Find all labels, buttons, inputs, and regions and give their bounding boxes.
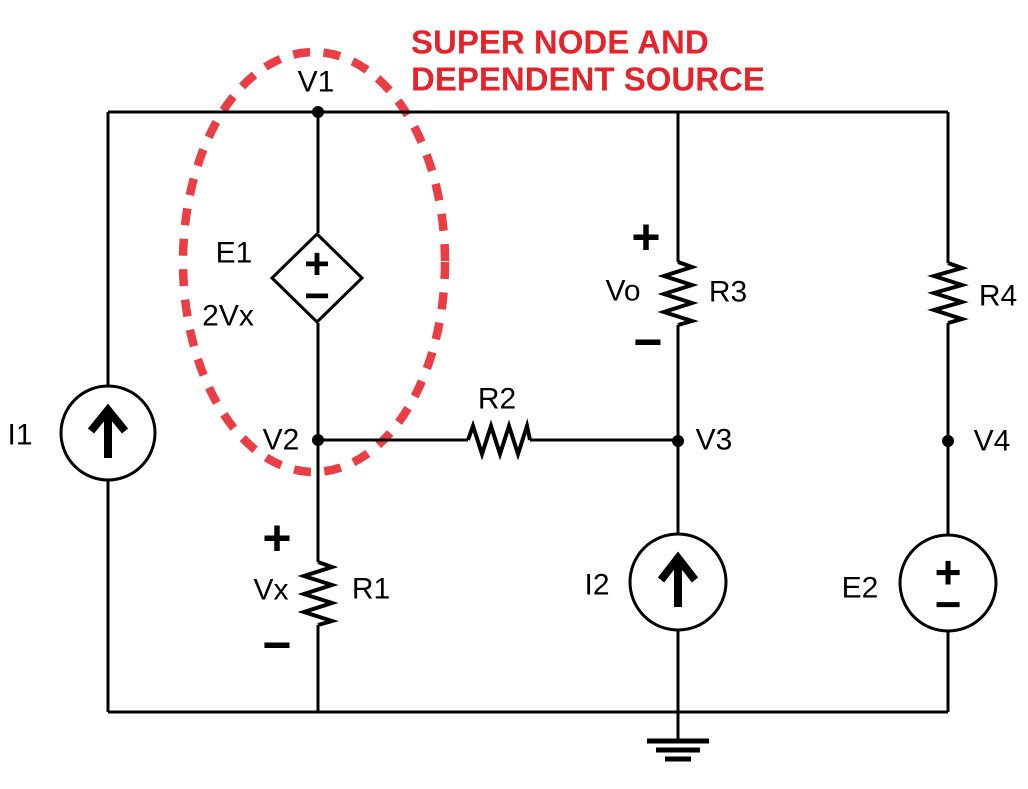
voltage-source-e2-circle [898, 533, 998, 633]
annotation-title-line2: DEPENDENT SOURCE [411, 61, 765, 98]
annotation-title-line1: SUPER NODE AND [411, 24, 709, 61]
node-v2-label: V2 [263, 424, 300, 457]
annotation-title: SUPER NODE AND DEPENDENT SOURCE [411, 24, 765, 98]
node-v1-dot [312, 106, 324, 118]
source-e2-label: E2 [842, 572, 879, 605]
labels: V1 V2 V3 V4 I1 I2 E1 2Vx E2 R1 R2 R3 R4 … [7, 66, 1017, 607]
vo-minus-sign: − [633, 314, 662, 370]
vo-plus-sign: + [631, 209, 660, 265]
e1-plus-sign: + [304, 240, 330, 289]
i2-arrow-icon [657, 551, 699, 607]
node-v2-dot [312, 434, 324, 446]
voltage-vx-label: Vx [253, 574, 288, 607]
node-dots [312, 106, 954, 447]
dependent-source-e1-diamond [269, 231, 365, 325]
resistor-r1 [297, 560, 339, 627]
resistors [297, 260, 969, 627]
polarity-signs: + − + − + − + − [262, 209, 961, 673]
ground-icon [647, 738, 709, 762]
source-i1-label: I1 [7, 419, 32, 452]
resistor-r4-label: R4 [979, 280, 1017, 313]
node-v4-dot [942, 435, 954, 447]
vx-plus-sign: + [262, 510, 291, 566]
e2-plus-sign: + [935, 546, 962, 598]
node-v3-dot [672, 435, 684, 447]
voltage-vo-label: Vo [605, 275, 640, 308]
resistor-r3 [657, 260, 699, 327]
e2-minus-sign: − [935, 578, 962, 630]
i1-arrow-icon [87, 403, 129, 458]
node-v4-label: V4 [974, 425, 1011, 458]
wires [106, 110, 950, 740]
resistor-r2 [466, 418, 532, 461]
resistor-r3-label: R3 [709, 276, 747, 309]
resistor-r2-label: R2 [478, 383, 516, 416]
sources [59, 231, 998, 633]
resistor-r1-label: R1 [352, 573, 390, 606]
vx-minus-sign: − [262, 617, 291, 673]
resistor-r4 [927, 261, 969, 325]
source-i2-label: I2 [584, 569, 609, 602]
source-e1-value-label: 2Vx [202, 300, 254, 333]
supernode-ellipse [178, 47, 450, 477]
node-v1-label: V1 [298, 66, 335, 99]
source-e1-label: E1 [216, 237, 253, 270]
e1-minus-sign: − [304, 272, 330, 321]
node-v3-label: V3 [696, 424, 733, 457]
source-arrows [87, 403, 699, 607]
